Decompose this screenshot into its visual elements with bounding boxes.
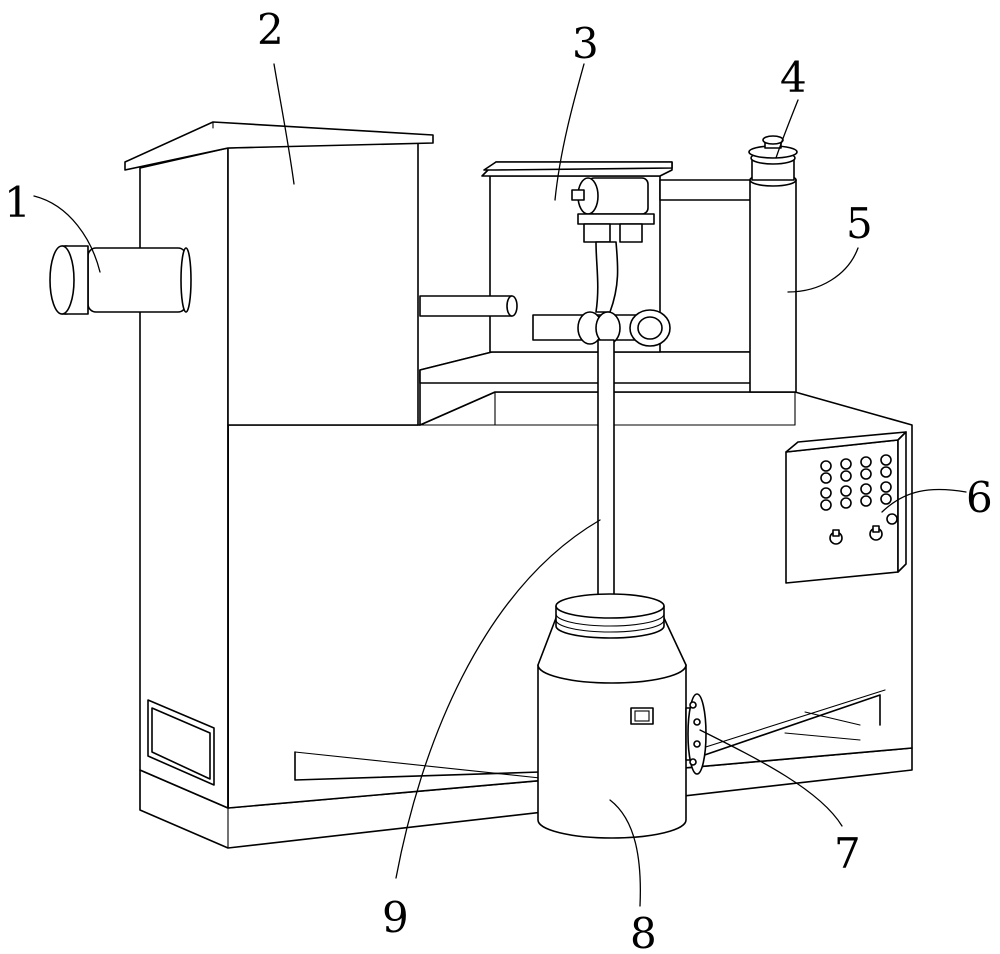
label-5: 5 bbox=[846, 199, 873, 248]
label-9: 9 bbox=[382, 893, 409, 942]
label-2: 2 bbox=[257, 5, 284, 54]
control-box bbox=[785, 431, 907, 584]
label-8: 8 bbox=[630, 909, 657, 954]
inlet-pipe bbox=[49, 245, 192, 315]
label-3: 3 bbox=[572, 19, 599, 68]
label-4: 4 bbox=[780, 53, 807, 102]
control-buttons bbox=[820, 454, 898, 545]
part-labels: 1 2 3 4 5 6 7 8 9 bbox=[4, 5, 993, 954]
label-6: 6 bbox=[966, 473, 993, 522]
lifting-rod bbox=[597, 339, 615, 603]
label-7: 7 bbox=[834, 829, 861, 878]
solid-separation-tank bbox=[124, 121, 434, 809]
label-1: 1 bbox=[4, 178, 31, 227]
lifting-device bbox=[481, 161, 673, 353]
outlet-flange bbox=[685, 693, 707, 775]
leader-lines bbox=[33, 63, 967, 907]
vertical-pipe bbox=[748, 135, 798, 393]
pump-tank bbox=[537, 593, 687, 839]
connecting-pipes bbox=[419, 179, 753, 317]
